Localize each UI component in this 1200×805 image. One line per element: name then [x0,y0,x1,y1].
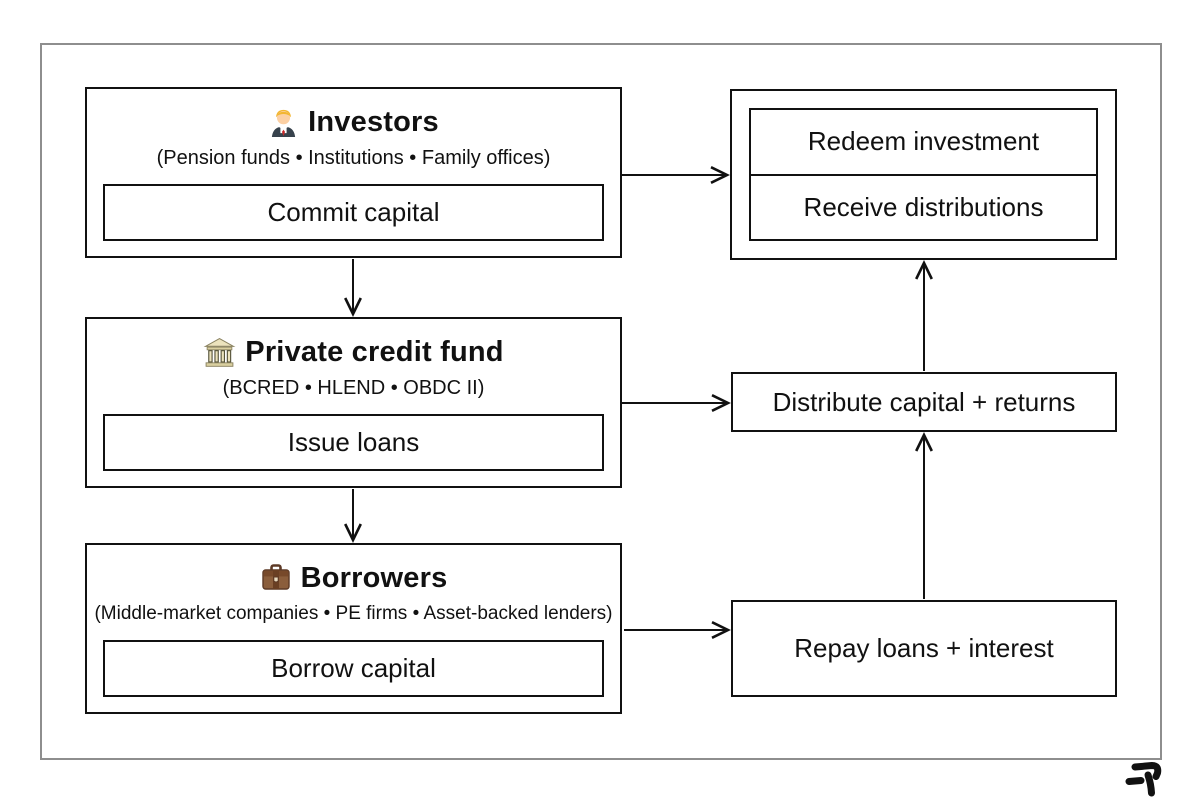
private-credit-fund-subtitle: (BCRED • HLEND • OBDC II) [222,377,485,399]
investor-outcomes-stack: Redeem investment Receive distributions [749,108,1098,241]
private-credit-fund-action-box: Issue loans [103,414,604,471]
redeem-investment-box: Redeem investment [751,110,1096,174]
repay-loans-box: Repay loans + interest [731,600,1117,697]
briefcase-icon [261,564,290,590]
investors-title-row: Investors [87,102,620,142]
private-credit-fund-box: Private credit fund (BCRED • HLEND • OBD… [85,317,622,488]
office-worker-icon [272,109,296,137]
borrowers-action-box: Borrow capital [103,640,604,697]
investor-outcomes-box: Redeem investment Receive distributions [730,89,1117,260]
borrowers-box: Borrowers (Middle-market companies • PE … [85,543,622,714]
investors-subtitle: (Pension funds • Institutions • Family o… [156,147,551,169]
signature-mark [1125,762,1162,797]
private-credit-fund-title: Private credit fund [245,335,504,368]
private-credit-fund-title-row: Private credit fund [87,332,620,372]
investors-title: Investors [308,105,439,138]
classical-building-icon [203,337,236,367]
investors-action-box: Commit capital [103,184,604,241]
borrowers-subtitle: (Middle-market companies • PE firms • As… [94,603,613,624]
investors-box: Investors (Pension funds • Institutions … [85,87,622,258]
borrowers-title: Borrowers [300,561,448,594]
borrowers-title-row: Borrowers [87,558,620,598]
receive-distributions-box: Receive distributions [751,173,1096,239]
distribute-capital-box: Distribute capital + returns [731,372,1117,432]
